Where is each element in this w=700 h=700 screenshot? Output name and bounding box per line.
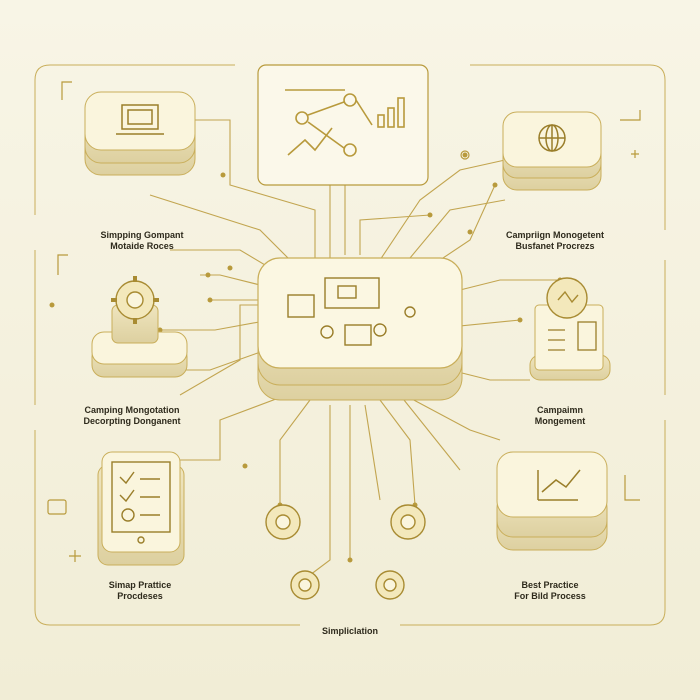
- cube-block: [529, 277, 611, 381]
- label-bottom-left-line2: Procdeses: [117, 591, 163, 601]
- label-middle-right-line2: Mongement: [534, 416, 586, 426]
- gear-block-left: [91, 276, 188, 378]
- label-bottom-left: Simap Prattice Procdeses: [85, 580, 195, 602]
- label-middle-left-line1: Camping Mongotation: [84, 405, 180, 415]
- chart-icon: [285, 89, 405, 157]
- label-middle-left: Camping Mongotation Decorpting Donganent: [52, 405, 212, 427]
- label-top-right-line1: Campriign Monogetent: [506, 230, 604, 240]
- laptop-block: [84, 91, 196, 176]
- dashboard-icon: [287, 277, 416, 346]
- globe-block: [502, 111, 602, 191]
- gear-icon: [111, 276, 159, 324]
- central-hub-block: [257, 257, 463, 401]
- label-bottom-right-line1: Best Practice: [521, 580, 579, 590]
- label-top-left-line2: Motaide Roces: [110, 241, 174, 251]
- chart-panel: [257, 64, 429, 186]
- label-middle-right-line1: Campaimn: [536, 405, 583, 415]
- gear-icon: [265, 504, 426, 600]
- label-bottom-right: Best Practice For Bild Process: [490, 580, 610, 602]
- footer-caption: Simpliclation: [321, 626, 378, 636]
- label-top-left-line1: Simpping Gompant: [100, 230, 184, 240]
- laptop-icon: [116, 104, 164, 135]
- label-bottom-left-line1: Simap Prattice: [108, 580, 172, 590]
- growth-block: [496, 451, 608, 551]
- tablet-icon: [111, 461, 171, 544]
- tablet-block: [97, 451, 185, 566]
- connector-lines: [120, 119, 560, 576]
- globe-icon: [538, 124, 566, 152]
- frame-lines: [34, 64, 666, 626]
- label-top-right: Campriign Monogetent Busfanet Procrezs: [480, 230, 630, 252]
- label-middle-right: Campaimn Mongement: [510, 405, 610, 427]
- trend-icon: [537, 469, 581, 501]
- label-bottom-right-line2: For Bild Process: [514, 591, 586, 601]
- gear-icon: [546, 277, 588, 319]
- cube-icon: [548, 321, 597, 351]
- label-top-left: Simpping Gompant Motaide Roces: [72, 230, 212, 252]
- label-top-right-line2: Busfanet Procrezs: [515, 241, 595, 251]
- label-middle-left-line2: Decorpting Donganent: [83, 416, 181, 426]
- decorative-icons: [47, 81, 641, 562]
